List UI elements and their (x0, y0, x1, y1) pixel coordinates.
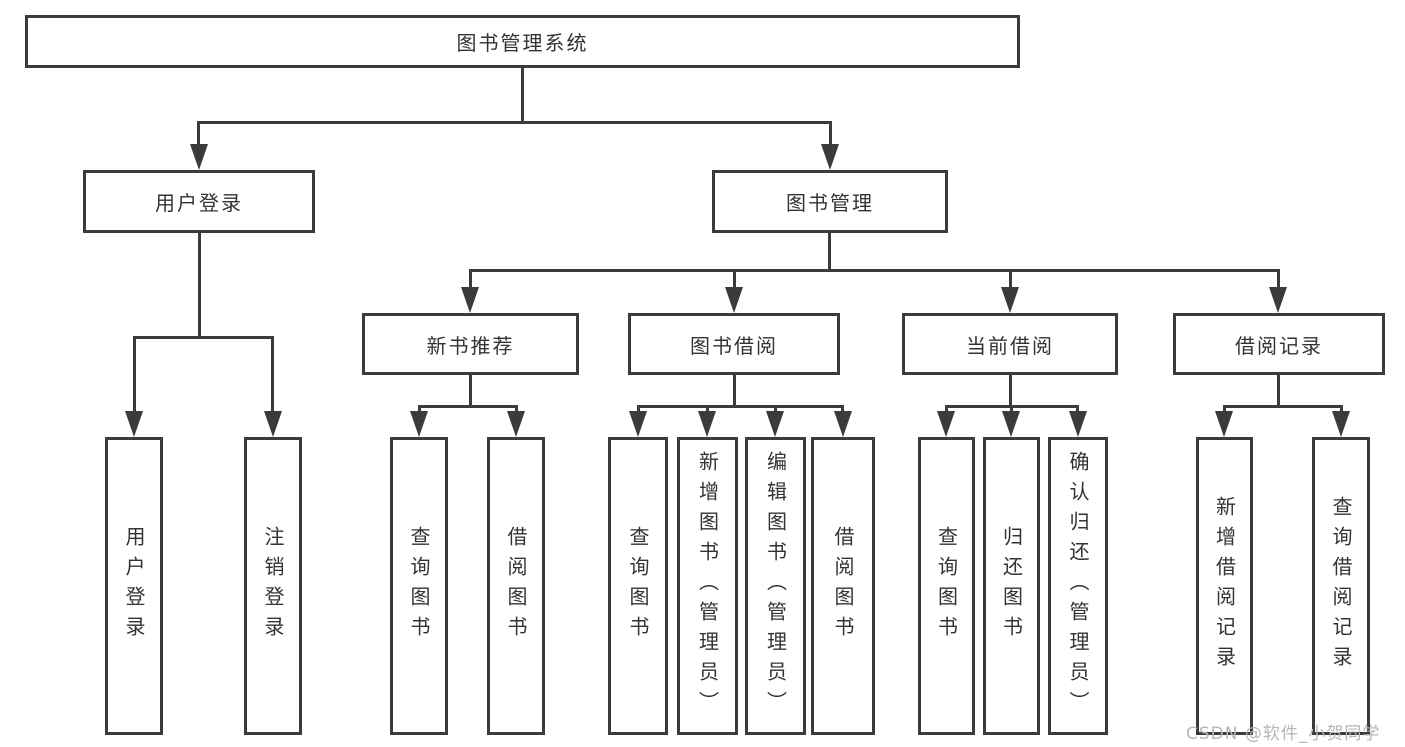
arrow-down-icon (264, 411, 282, 437)
leaf-confirm-return-admin: 确认归还（管理员） (1048, 437, 1108, 735)
connector-line (521, 68, 524, 123)
leaf-user-login: 用户登录 (105, 437, 163, 735)
leaf-add-books-admin-label: 新增图书（管理员） (695, 451, 720, 721)
node-book-borrow: 图书借阅 (628, 313, 840, 375)
connector-line (133, 336, 274, 339)
arrow-down-icon (725, 287, 743, 313)
leaf-edit-books-admin: 编辑图书（管理员） (745, 437, 806, 735)
connector-line (1277, 375, 1280, 408)
connector-line (1223, 405, 1343, 408)
leaf-current-query-books-label: 查询图书 (934, 526, 959, 646)
leaf-query-borrow-record: 查询借阅记录 (1312, 437, 1370, 735)
leaf-confirm-return-admin-label: 确认归还（管理员） (1066, 451, 1090, 721)
leaf-recommend-query-books-label: 查询图书 (407, 526, 431, 646)
leaf-borrow-query-books-label: 查询图书 (626, 526, 650, 646)
arrow-down-icon (125, 411, 143, 437)
arrow-down-icon (1215, 411, 1233, 437)
node-current-borrow: 当前借阅 (902, 313, 1118, 375)
leaf-recommend-borrow-books-label: 借阅图书 (504, 526, 528, 646)
arrow-down-icon (937, 411, 955, 437)
node-book-management: 图书管理 (712, 170, 948, 233)
connector-line (733, 375, 736, 408)
connector-line (197, 121, 832, 124)
leaf-return-books-label: 归还图书 (999, 526, 1024, 646)
connector-line (469, 269, 1280, 272)
arrow-down-icon (1269, 287, 1287, 313)
arrow-down-icon (461, 287, 479, 313)
arrow-down-icon (629, 411, 647, 437)
arrow-down-icon (410, 411, 428, 437)
connector-line (1009, 269, 1012, 291)
connector-line (469, 269, 472, 291)
leaf-logout: 注销登录 (244, 437, 302, 735)
node-user-login: 用户登录 (83, 170, 315, 233)
node-user-login-label: 用户登录 (155, 191, 243, 215)
arrow-down-icon (834, 411, 852, 437)
node-root-label: 图书管理系统 (456, 31, 589, 55)
node-current-borrow-label: 当前借阅 (966, 333, 1054, 358)
leaf-recommend-borrow-books: 借阅图书 (487, 437, 545, 735)
leaf-add-borrow-record: 新增借阅记录 (1196, 437, 1253, 735)
leaf-recommend-query-books: 查询图书 (390, 437, 448, 735)
leaf-query-borrow-record-label: 查询借阅记录 (1329, 496, 1353, 676)
leaf-current-query-books: 查询图书 (918, 437, 975, 735)
watermark: CSDN @软件_小贺同学 (1186, 724, 1381, 744)
leaf-borrow-books: 借阅图书 (811, 437, 875, 735)
connector-line (469, 375, 472, 408)
leaf-borrow-query-books: 查询图书 (608, 437, 668, 735)
connector-line (829, 121, 832, 147)
leaf-add-books-admin: 新增图书（管理员） (677, 437, 738, 735)
connector-line (733, 269, 736, 291)
node-borrow-records: 借阅记录 (1173, 313, 1385, 375)
node-root: 图书管理系统 (25, 15, 1020, 68)
node-borrow-records-label: 借阅记录 (1235, 333, 1323, 358)
connector-line (198, 233, 201, 339)
arrow-down-icon (766, 411, 784, 437)
node-new-book-recommend-label: 新书推荐 (426, 333, 515, 358)
arrow-down-icon (507, 411, 525, 437)
connector-line (418, 405, 518, 408)
connector-line (637, 405, 844, 408)
arrow-down-icon (1001, 287, 1019, 313)
node-book-borrow-label: 图书借阅 (690, 333, 778, 358)
connector-line (828, 233, 831, 272)
connector-line (133, 336, 136, 416)
node-book-management-label: 图书管理 (786, 191, 874, 215)
leaf-borrow-books-label: 借阅图书 (831, 526, 855, 646)
node-new-book-recommend: 新书推荐 (362, 313, 579, 375)
connector-line (271, 336, 274, 416)
leaf-add-borrow-record-label: 新增借阅记录 (1212, 496, 1237, 676)
arrow-down-icon (190, 144, 208, 170)
leaf-user-login-label: 用户登录 (122, 526, 146, 646)
leaf-return-books: 归还图书 (983, 437, 1040, 735)
leaf-logout-label: 注销登录 (261, 526, 285, 646)
connector-line (197, 121, 200, 147)
arrow-down-icon (1332, 411, 1350, 437)
arrow-down-icon (698, 411, 716, 437)
arrow-down-icon (1069, 411, 1087, 437)
connector-line (1277, 269, 1280, 291)
connector-line (1009, 375, 1012, 408)
arrow-down-icon (821, 144, 839, 170)
arrow-down-icon (1002, 411, 1020, 437)
leaf-edit-books-admin-label: 编辑图书（管理员） (763, 451, 788, 721)
